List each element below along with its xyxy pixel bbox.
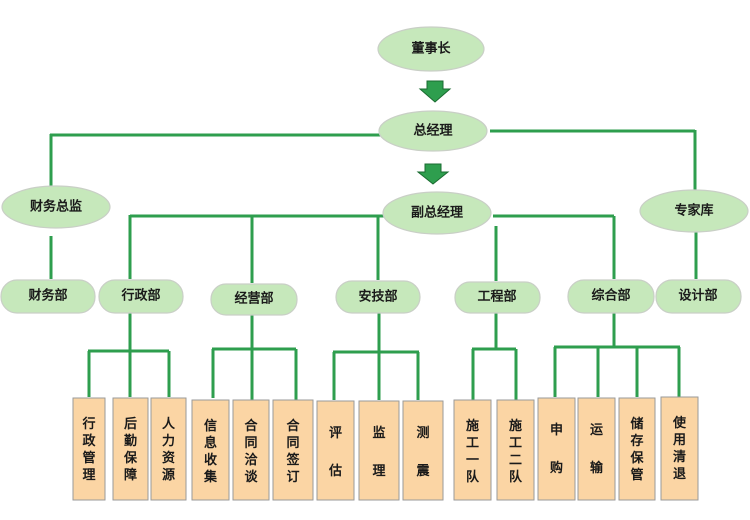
unit-label: 信息收集: [203, 418, 218, 485]
finance-director-node: 财务总监: [1, 185, 111, 229]
department-safety-tech-label: 安技部: [358, 289, 397, 305]
unit-construction-team-1: 施工一队: [453, 399, 492, 501]
unit-label: 申购: [550, 422, 563, 476]
department-design-label: 设计部: [678, 288, 717, 304]
unit-label: 监理: [372, 425, 385, 479]
unit-label: 人力资源: [162, 416, 176, 483]
unit-survey: 测震: [402, 400, 444, 501]
deputy-general-manager-label: 副总经理: [411, 205, 463, 221]
department-finance-label: 财务部: [28, 288, 67, 304]
unit-label: 合同签订: [285, 418, 300, 485]
unit-construction-team-2: 施工二队: [496, 399, 535, 501]
unit-logistics: 后勤保障: [112, 397, 149, 501]
department-design: 设计部: [655, 279, 742, 314]
general-manager-label: 总经理: [413, 123, 452, 139]
department-finance: 财务部: [0, 279, 96, 314]
unit-label: 施工一队: [466, 418, 480, 485]
unit-label: 评估: [328, 426, 342, 479]
unit-label: 施工二队: [509, 418, 523, 485]
unit-label: 行政管理: [81, 416, 96, 483]
department-business: 经营部: [210, 283, 298, 316]
chairman-label: 董事长: [411, 41, 451, 57]
unit-contract-negotiation: 合同洽谈: [232, 399, 270, 501]
arrow-down-icon: [418, 80, 452, 103]
deputy-general-manager-node: 副总经理: [382, 191, 492, 235]
unit-info-collection: 信息收集: [191, 399, 230, 501]
department-safety-tech: 安技部: [335, 280, 421, 314]
unit-label: 后勤保障: [123, 416, 138, 483]
unit-admin-management: 行政管理: [72, 397, 106, 501]
department-general-affairs: 综合部: [567, 279, 655, 314]
finance-director-label: 财务总监: [30, 199, 82, 215]
unit-label: 测震: [415, 425, 430, 479]
unit-label: 储存保管: [629, 416, 644, 483]
unit-supervision: 监理: [358, 400, 400, 501]
department-general-affairs-label: 综合部: [591, 288, 630, 304]
unit-label: 合同洽谈: [244, 418, 258, 485]
department-business-label: 经营部: [234, 291, 273, 307]
unit-human-resources: 人力资源: [150, 397, 187, 501]
unit-contract-signing: 合同签订: [272, 399, 314, 501]
department-engineering-label: 工程部: [477, 289, 516, 305]
arrow-down-icon: [416, 163, 450, 185]
unit-label: 运输: [590, 423, 604, 476]
expert-pool-label: 专家库: [674, 203, 713, 219]
chairman-node: 董事长: [377, 26, 485, 72]
department-administration: 行政部: [98, 279, 184, 314]
general-manager-node: 总经理: [378, 110, 488, 152]
unit-evaluation: 评估: [316, 400, 355, 501]
unit-usage-return: 使用清退: [660, 396, 699, 501]
unit-label: 使用清退: [672, 415, 687, 482]
expert-pool-node: 专家库: [639, 189, 749, 233]
connectors: [49, 129, 698, 400]
department-administration-label: 行政部: [120, 288, 160, 304]
unit-storage: 储存保管: [618, 397, 656, 501]
unit-transport: 运输: [577, 397, 616, 501]
department-engineering: 工程部: [454, 281, 541, 314]
unit-purchase: 申购: [537, 397, 576, 501]
